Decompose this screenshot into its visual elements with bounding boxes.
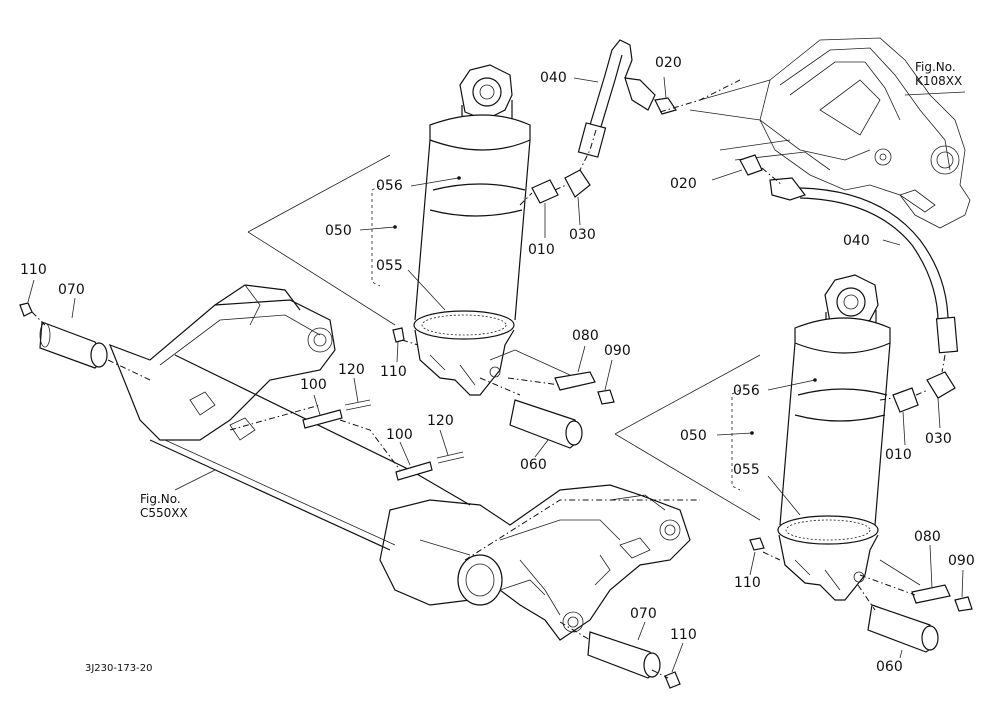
figure-ref-line1: Fig.No. <box>140 492 181 506</box>
swing-arm <box>108 284 691 641</box>
part-label-010: 010 <box>885 447 912 463</box>
part-label-055: 055 <box>376 258 403 274</box>
part-label-080: 080 <box>914 529 941 545</box>
part-label-070: 070 <box>58 282 85 298</box>
part-label-050: 050 <box>680 428 707 444</box>
part-label-060: 060 <box>520 457 547 473</box>
part-label-020: 020 <box>655 55 682 71</box>
part-label-090: 090 <box>604 343 631 359</box>
part-label-090: 090 <box>948 553 975 569</box>
leader-frames <box>247 91 966 586</box>
dot-marker <box>457 176 461 180</box>
part-label-050: 050 <box>325 223 352 239</box>
figure-ref-top-right: Fig.No. K108XX <box>915 60 962 88</box>
dot-marker <box>393 225 397 229</box>
frame-bracket-top-right <box>689 37 971 229</box>
hydraulic-cylinder-upper <box>413 64 531 396</box>
part-label-010: 010 <box>528 242 555 258</box>
figure-ref-left: Fig.No. C550XX <box>140 492 188 520</box>
part-label-120: 120 <box>338 362 365 378</box>
part-label-120: 120 <box>427 413 454 429</box>
part-label-100: 100 <box>300 377 327 393</box>
figure-ref-line2: K108XX <box>915 74 963 88</box>
hose-upper <box>577 39 656 158</box>
leaders <box>27 76 964 673</box>
hydraulic-cylinder-lower <box>777 274 891 601</box>
part-label-030: 030 <box>925 431 952 447</box>
part-label-030: 030 <box>569 227 596 243</box>
figure-ref-line2: C550XX <box>140 506 188 520</box>
pins-and-hardware <box>19 302 973 689</box>
hose-lower <box>769 177 959 354</box>
dot-marker <box>750 431 754 435</box>
part-label-110: 110 <box>20 262 47 278</box>
dot-marker <box>813 378 817 382</box>
part-label-040: 040 <box>843 233 870 249</box>
part-label-056: 056 <box>376 178 403 194</box>
part-label-056: 056 <box>733 383 760 399</box>
part-label-110: 110 <box>380 364 407 380</box>
part-label-110: 110 <box>734 575 761 591</box>
part-label-040: 040 <box>540 70 567 86</box>
assembly-lines <box>31 79 946 679</box>
part-label-060: 060 <box>876 659 903 675</box>
figure-ref-line1: Fig.No. <box>915 60 956 74</box>
part-label-100: 100 <box>386 427 413 443</box>
part-label-020: 020 <box>670 176 697 192</box>
part-label-110: 110 <box>670 627 697 643</box>
fittings <box>531 97 956 413</box>
assembly-brackets <box>371 185 741 491</box>
drawing-code: 3J230-173-20 <box>85 663 153 674</box>
part-label-080: 080 <box>572 328 599 344</box>
part-label-055: 055 <box>733 462 760 478</box>
part-label-070: 070 <box>630 606 657 622</box>
